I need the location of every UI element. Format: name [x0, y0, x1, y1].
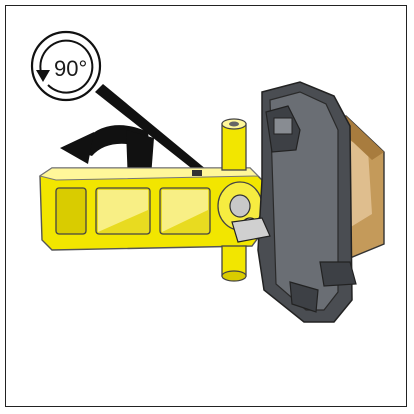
- metal-clip: [231, 217, 271, 243]
- rotation-label: 90°: [54, 56, 87, 81]
- pivot-shaft: [221, 118, 247, 282]
- alignment-mark: [192, 170, 202, 176]
- rotate-arrowhead-icon: [36, 70, 50, 82]
- rotate-90-icon: [39, 39, 94, 94]
- yellow-lever: [38, 167, 265, 251]
- callout-leader-line: [95, 84, 207, 175]
- rotation-callout: 90°: [30, 30, 102, 102]
- lever-openings: [55, 187, 211, 235]
- dark-housing: [231, 81, 357, 323]
